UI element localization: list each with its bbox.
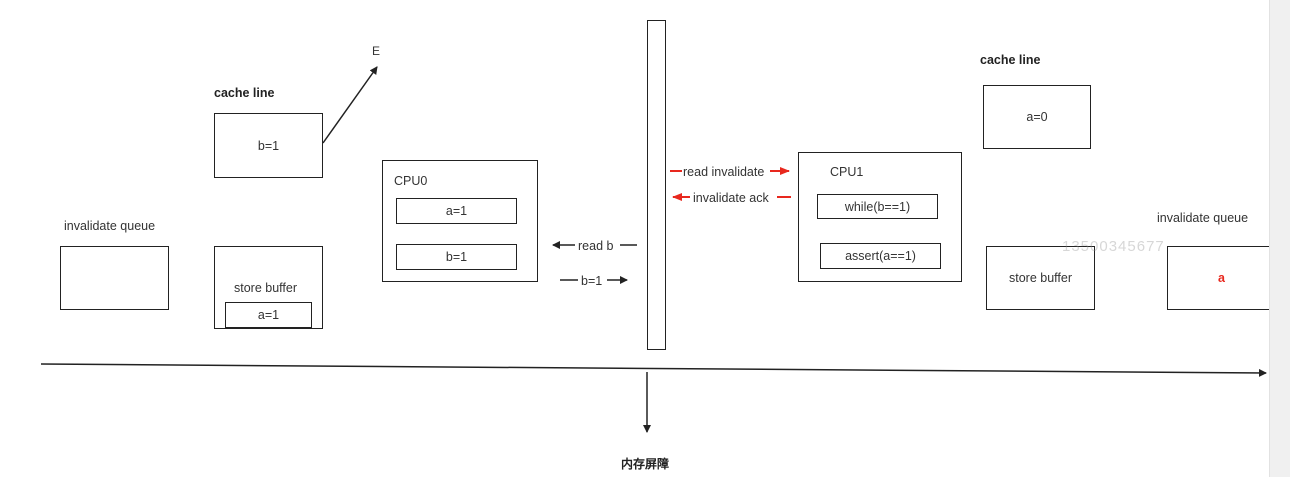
right-invalidate-queue-box: a xyxy=(1167,246,1276,310)
left-invalidate-queue-label: invalidate queue xyxy=(64,219,156,233)
right-invalidate-queue-value: a xyxy=(1218,271,1225,285)
cpu1-assert-text: assert(a==1) xyxy=(845,249,916,263)
left-cache-line-value: b=1 xyxy=(257,138,280,153)
right-invalidate-queue-label: invalidate queue xyxy=(1157,211,1249,225)
cpu0-label: CPU0 xyxy=(394,174,428,188)
cpu1-while-text: while(b==1) xyxy=(844,199,911,214)
left-invalidate-queue-box xyxy=(60,246,169,310)
memory-barrier-bar xyxy=(647,20,666,350)
read-b-label: read b xyxy=(578,239,614,253)
left-cache-line-title: cache line xyxy=(214,86,275,100)
cpu0-box: CPU0 a=1 b=1 xyxy=(382,160,538,282)
cpu0-value-b: b=1 xyxy=(396,244,517,270)
cpu1-assert-line: assert(a==1) xyxy=(820,243,941,269)
watermark-text: 13500345677 xyxy=(1062,238,1165,255)
cpu0-value-b-text: b=1 xyxy=(445,250,468,264)
cpu0-value-a-text: a=1 xyxy=(445,204,468,218)
cpu1-while-line: while(b==1) xyxy=(817,194,938,219)
cpu0-value-a: a=1 xyxy=(396,198,517,224)
b-eq-1-label: b=1 xyxy=(581,274,603,288)
cache-line-e-arrow xyxy=(322,66,378,144)
left-store-buffer-value: a=1 xyxy=(257,308,280,322)
right-store-buffer-label: store buffer xyxy=(1008,271,1072,285)
cpu1-box: CPU1 while(b==1) assert(a==1) xyxy=(798,152,962,282)
timeline-arrow xyxy=(40,363,1267,377)
memory-barrier-label: 内存屏障 xyxy=(621,457,670,471)
e-label: E xyxy=(372,44,381,58)
right-cache-line-title: cache line xyxy=(980,53,1041,67)
left-cache-line-box: b=1 xyxy=(214,113,323,178)
cpu1-label: CPU1 xyxy=(830,165,864,179)
left-store-buffer-entry: a=1 xyxy=(225,302,312,328)
vertical-scrollbar[interactable] xyxy=(1269,0,1290,477)
read-invalidate-label: read invalidate xyxy=(683,165,765,179)
right-cache-line-box: a=0 xyxy=(983,85,1091,149)
left-store-buffer-box: store buffer a=1 xyxy=(214,246,323,329)
right-cache-line-value: a=0 xyxy=(1026,110,1048,124)
invalidate-ack-label: invalidate ack xyxy=(693,191,769,205)
right-store-buffer-box: store buffer xyxy=(986,246,1095,310)
left-store-buffer-label: store buffer xyxy=(234,281,298,295)
